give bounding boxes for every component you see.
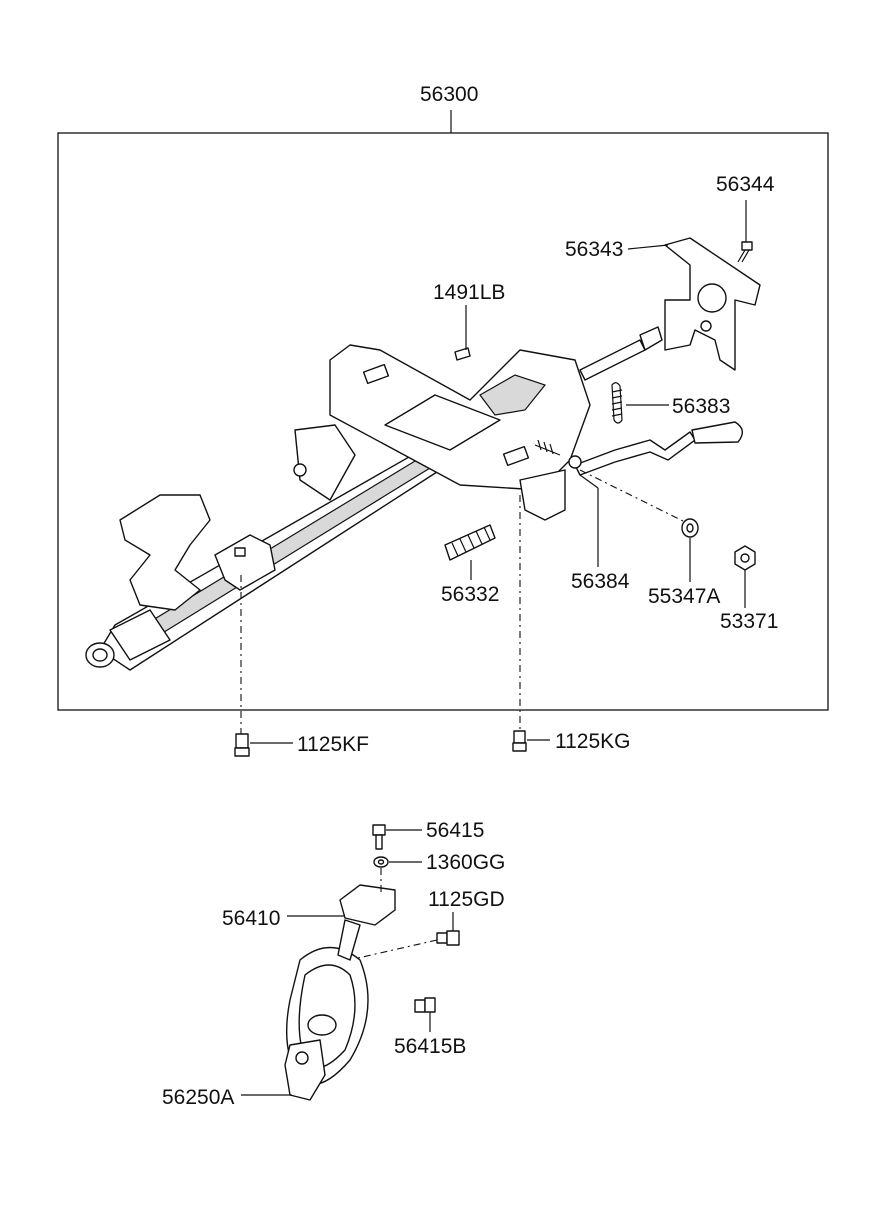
label-56344: 56344 (716, 173, 775, 196)
lower-joint-bolt (295, 1051, 309, 1065)
label-53371: 53371 (720, 610, 778, 633)
label-56384: 56384 (571, 570, 630, 593)
column-lower-end-inner (92, 648, 108, 662)
bracket-hole (697, 283, 727, 313)
bracket-small-hole (700, 320, 712, 332)
bracket-56343 (664, 237, 761, 371)
plate-slot-2 (502, 445, 530, 467)
lever-pivot (568, 455, 582, 469)
bolt-1125GD (436, 930, 460, 946)
bolt-1125KG (512, 730, 527, 752)
nut-53371 (734, 545, 756, 571)
washer-1360GG (373, 856, 389, 868)
intermediate-shaft-assembly (284, 884, 396, 1101)
label-1125GD: 1125GD (428, 888, 505, 911)
plate-slot-1 (362, 363, 390, 385)
label-56410: 56410 (222, 907, 280, 930)
label-56415B: 56415B (394, 1035, 466, 1058)
upper-plate-recess (479, 374, 547, 416)
clamp-slot (234, 547, 246, 557)
spring-56332 (444, 524, 496, 561)
mid-clamp (214, 534, 276, 591)
spring-56383 (611, 382, 623, 424)
bolt-56344 (737, 241, 753, 263)
label-56415: 56415 (426, 819, 484, 842)
projection-line-washer (579, 469, 686, 523)
boot-hole (307, 1014, 337, 1036)
label-55347A: 55347A (648, 585, 720, 608)
upper-shaft (579, 339, 646, 381)
upper-joint (339, 884, 396, 926)
label-1360GG: 1360GG (426, 851, 505, 874)
label-56383: 56383 (672, 395, 730, 418)
label-1491LB: 1491LB (433, 281, 505, 304)
label-1125KF: 1125KF (297, 733, 369, 756)
leader-56384-tip (579, 474, 599, 489)
leader-56343 (627, 244, 669, 250)
tilt-lever (574, 431, 696, 476)
lock-housing (294, 424, 356, 501)
shaft-segment (337, 919, 361, 961)
label-1125KG: 1125KG (555, 730, 631, 753)
bolt-56415 (372, 824, 386, 850)
steering-column-assembly (85, 326, 743, 671)
spring-56384 (534, 439, 561, 456)
upper-plate-pad (384, 394, 501, 451)
assembly-frame (57, 132, 829, 711)
housing-bolt (293, 463, 307, 477)
bolt-56415B (414, 997, 436, 1013)
bolt-1125KF (234, 733, 250, 757)
lower-joint (284, 1039, 326, 1101)
projection-line-gd (357, 939, 438, 959)
upper-shaft-spline (639, 326, 663, 351)
label-56300: 56300 (420, 83, 478, 106)
label-56250A: 56250A (162, 1086, 234, 1109)
under-bracket (519, 469, 566, 521)
washer-55347A (681, 518, 699, 538)
label-56343: 56343 (565, 238, 623, 261)
screw-1491LB (454, 305, 471, 361)
lower-mount-bracket (119, 494, 211, 611)
label-56332: 56332 (441, 583, 499, 606)
lower-collar (109, 609, 171, 661)
tilt-lever-knob (691, 421, 743, 444)
